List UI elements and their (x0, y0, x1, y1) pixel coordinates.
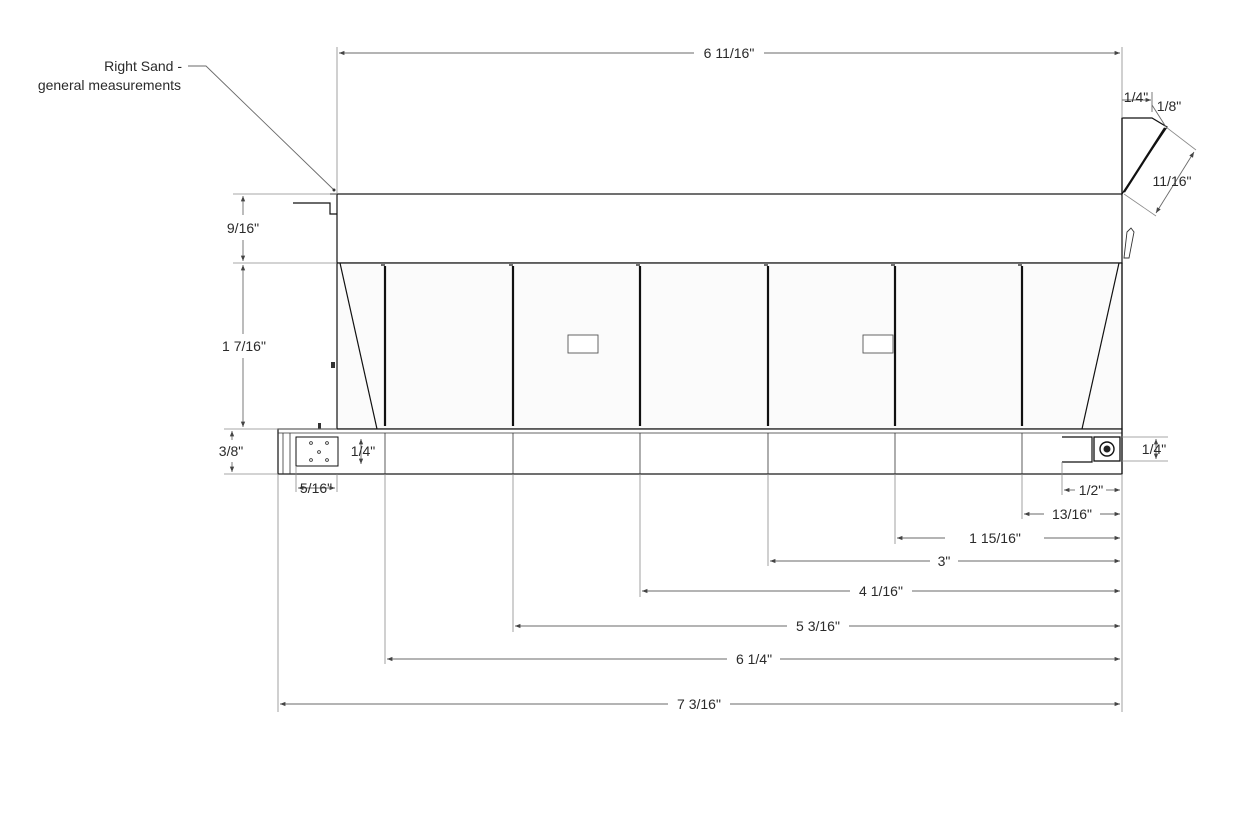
window-right (862, 334, 894, 354)
dim-plate-offset: 5/16" (300, 480, 332, 496)
dim-right-slant: 11/16" (1153, 173, 1192, 189)
hopper-body (277, 117, 1168, 475)
note-line-2: general measurements (38, 77, 181, 93)
left-lip (293, 202, 337, 215)
right-bracket (1062, 436, 1093, 463)
window-left (567, 334, 599, 354)
dim-right-box-height: 1/4" (1142, 441, 1166, 457)
dim-6-1-4: 6 1/4" (736, 651, 772, 667)
dim-right-half: 1/2" (1079, 482, 1103, 498)
dim-left-middle: 1 7/16" (222, 338, 266, 354)
hopper-panel (336, 262, 1123, 430)
left-bracket (331, 362, 335, 368)
left-pin (318, 423, 321, 429)
dim-5-3-16: 5 3/16" (796, 618, 840, 634)
extension-lines (224, 47, 1197, 712)
dim-1-15-16: 1 15/16" (969, 530, 1021, 546)
dim-13-16: 13/16" (1052, 506, 1092, 522)
leader-dot (332, 188, 336, 192)
dim-top-right-a: 1/4" (1124, 89, 1148, 105)
bearing-icon (1099, 441, 1115, 457)
dimension-labels: 6 11/16" 1/4" 1/8" 11/16" 9/16" 1 7/16" … (219, 45, 1192, 712)
top-bar (336, 193, 1123, 264)
right-slant (1081, 262, 1120, 430)
left-slant (339, 262, 378, 430)
mounting-plate (295, 436, 339, 467)
bottom-rail (277, 428, 1123, 475)
dim-left-upper: 9/16" (227, 220, 259, 236)
leader-note: Right Sand - general measurements (38, 58, 336, 192)
dim-overall-top: 6 11/16" (704, 45, 755, 61)
ribs (381, 264, 1024, 426)
dim-3: 3" (938, 553, 951, 569)
dim-left-lower: 3/8" (219, 443, 243, 459)
note-line-1: Right Sand - (104, 58, 182, 74)
latch (1123, 227, 1135, 259)
dim-top-right-b: 1/8" (1157, 98, 1181, 114)
dimension-lines (229, 50, 1195, 707)
dim-4-1-16: 4 1/16" (859, 583, 903, 599)
leader-line (188, 65, 335, 191)
dim-plate-height: 1/4" (351, 443, 375, 459)
dim-overall-bottom: 7 3/16" (677, 696, 721, 712)
